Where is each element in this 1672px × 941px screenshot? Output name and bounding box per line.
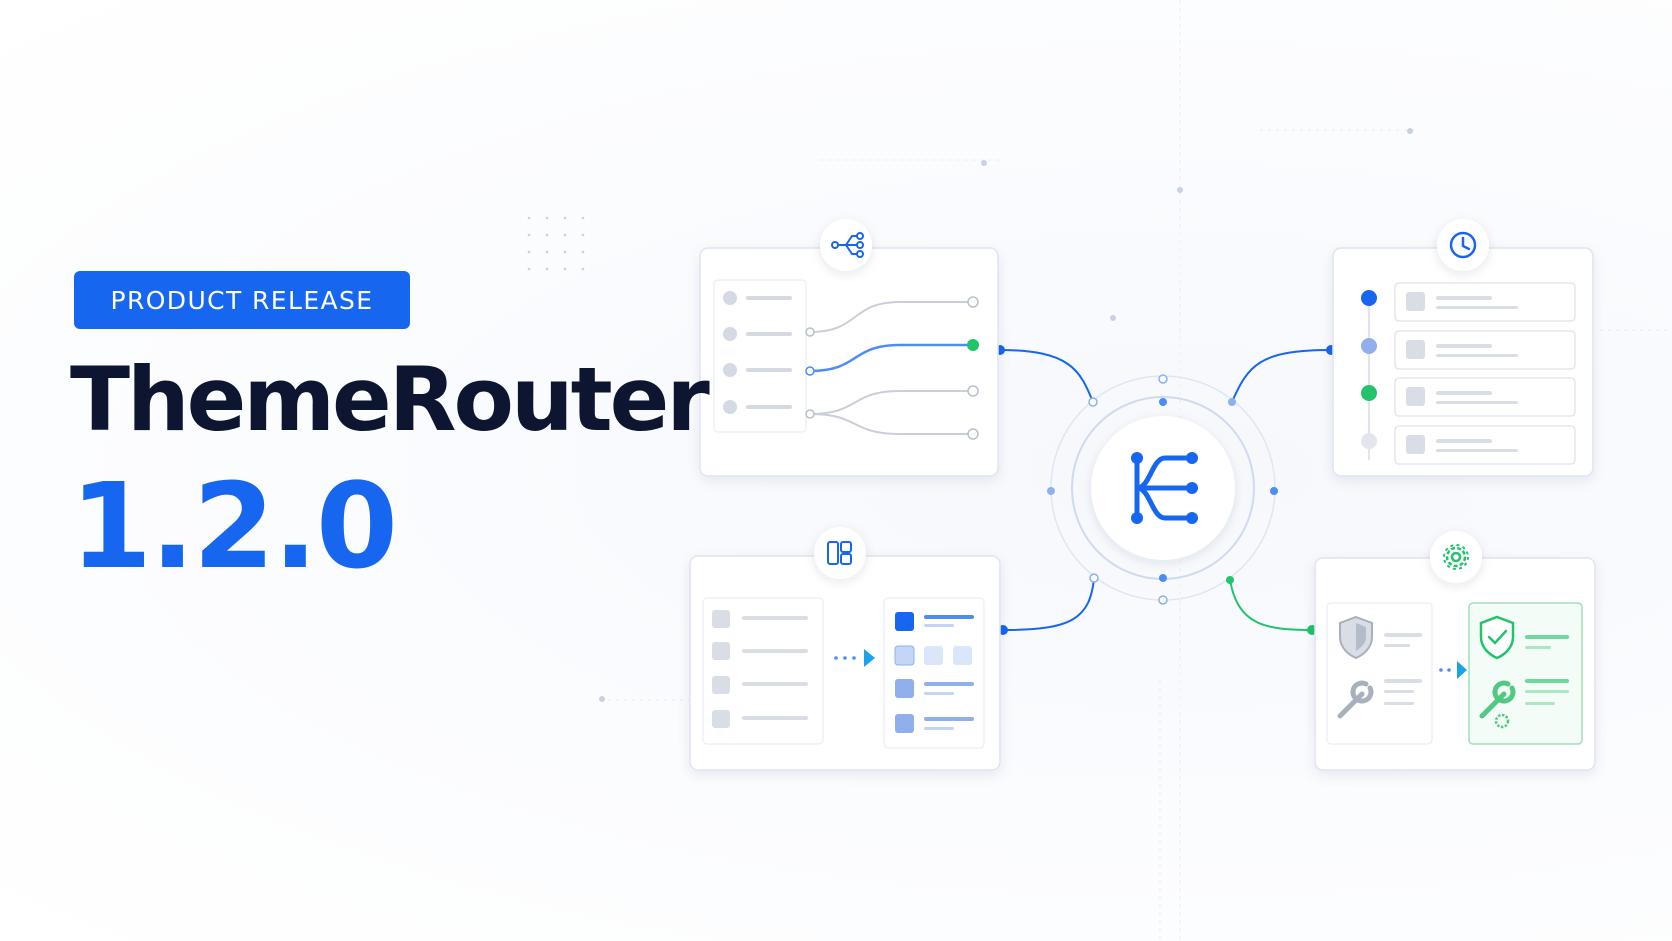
product-release-badge: PRODUCT RELEASE [74, 271, 410, 329]
hub-connectors [999, 349, 1332, 631]
routing-panel [699, 219, 999, 477]
settings-panel [1314, 531, 1596, 771]
clock-icon [1449, 231, 1477, 259]
timeline-panel [1332, 219, 1594, 477]
routing-hub-icon [1131, 452, 1198, 524]
background-grid [600, 0, 1672, 941]
badge-label: PRODUCT RELEASE [110, 285, 374, 315]
layout-panel [689, 527, 1001, 771]
gear-icon [1443, 544, 1469, 570]
layout-icon [827, 541, 852, 565]
background-dots [527, 128, 1413, 702]
version-number: 1.2.0 [70, 457, 398, 595]
product-title: ThemeRouter [70, 348, 710, 451]
branch-icon [831, 232, 864, 258]
